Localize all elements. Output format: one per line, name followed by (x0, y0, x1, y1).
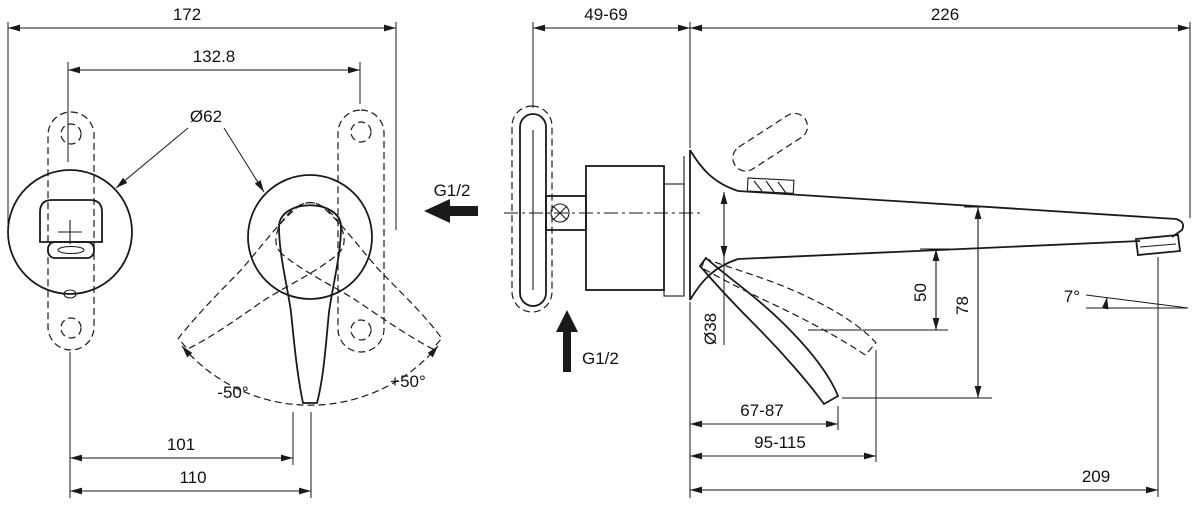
front-view: 172 132.8 Ø62 (7, 5, 478, 498)
dim-67-87-label: 67-87 (740, 401, 783, 420)
flow-direction-arrow-left (424, 199, 478, 223)
wall-escutcheon (683, 149, 739, 301)
dim-overall-width: 172 (7, 5, 397, 230)
fixing-clip (746, 177, 795, 194)
dim-vertical-50: 50 (808, 248, 950, 331)
spout-bottom-edge (737, 240, 1141, 260)
lever-side (698, 256, 877, 406)
lever-down-position (698, 256, 840, 406)
spout-top-edge (737, 190, 1185, 238)
dim-spout-diameter: Ø38 (701, 192, 728, 345)
dim-bottom-side: 67-87 95-115 209 (689, 257, 1159, 498)
screw-hole-top (350, 121, 372, 143)
dim-vertical-78: 78 (842, 206, 992, 399)
dim-bottom-front: 101 110 (69, 352, 312, 498)
connection-side: G1/2 (556, 310, 619, 372)
built-in-body (504, 105, 700, 313)
dim-wall-depth-label: 49-69 (584, 5, 627, 24)
aerator-front (47, 241, 95, 259)
lever-position-minus50 (177, 202, 345, 350)
dim-78-label: 78 (953, 296, 972, 315)
dim-101-label: 101 (167, 435, 195, 454)
fixing-screw (550, 203, 570, 223)
dim-plate-diameter-label: Ø62 (190, 107, 222, 126)
screw-hole-bottom (350, 319, 372, 341)
angle-plus-label: +50° (390, 372, 426, 391)
lever-up-position (732, 112, 809, 172)
dim-spout-diameter-label: Ø38 (701, 313, 720, 345)
side-view: 49-69 226 (504, 5, 1191, 498)
handle-mounting-bracket (337, 109, 385, 353)
dim-209-label: 209 (1082, 467, 1110, 486)
dim-top-side: 49-69 226 (532, 5, 1191, 218)
spout-angle: 7° (1064, 287, 1189, 310)
body-collar (663, 183, 685, 297)
lever-front (278, 204, 342, 404)
connection-label: G1/2 (434, 181, 471, 200)
spout-body-front (39, 199, 103, 243)
dim-plate-diameter: Ø62 (115, 107, 265, 193)
lever-position-plus50 (275, 202, 443, 350)
dim-spout-projection-label: 226 (931, 5, 959, 24)
spout-angle-label: 7° (1064, 287, 1080, 306)
flow-direction-arrow-up (556, 310, 578, 372)
dim-95-115-label: 95-115 (754, 433, 806, 452)
dim-overall-width-label: 172 (173, 5, 201, 24)
screw-hole-bottom (60, 317, 82, 339)
spout-side (732, 112, 1185, 260)
dim-center-distance-label: 132.8 (193, 47, 236, 66)
connection-label: G1/2 (582, 349, 619, 368)
handle-escutcheon-front (177, 174, 443, 404)
lever-swing-arc: -50° +50° (181, 345, 439, 406)
spout-escutcheon-front (7, 169, 133, 299)
plate-slot (63, 289, 77, 299)
screw-hole-top (60, 123, 82, 145)
aerator-side (1134, 234, 1182, 256)
dim-50-label: 50 (911, 283, 930, 302)
connection-front: G1/2 (424, 181, 478, 223)
angle-minus-label: -50° (217, 383, 248, 402)
spout-mounting-bracket (47, 111, 95, 351)
dim-center-distance: 132.8 (67, 47, 361, 162)
threaded-cartridge-body (585, 165, 665, 291)
dim-110-label: 110 (179, 468, 206, 487)
lever-range-position (701, 257, 877, 356)
